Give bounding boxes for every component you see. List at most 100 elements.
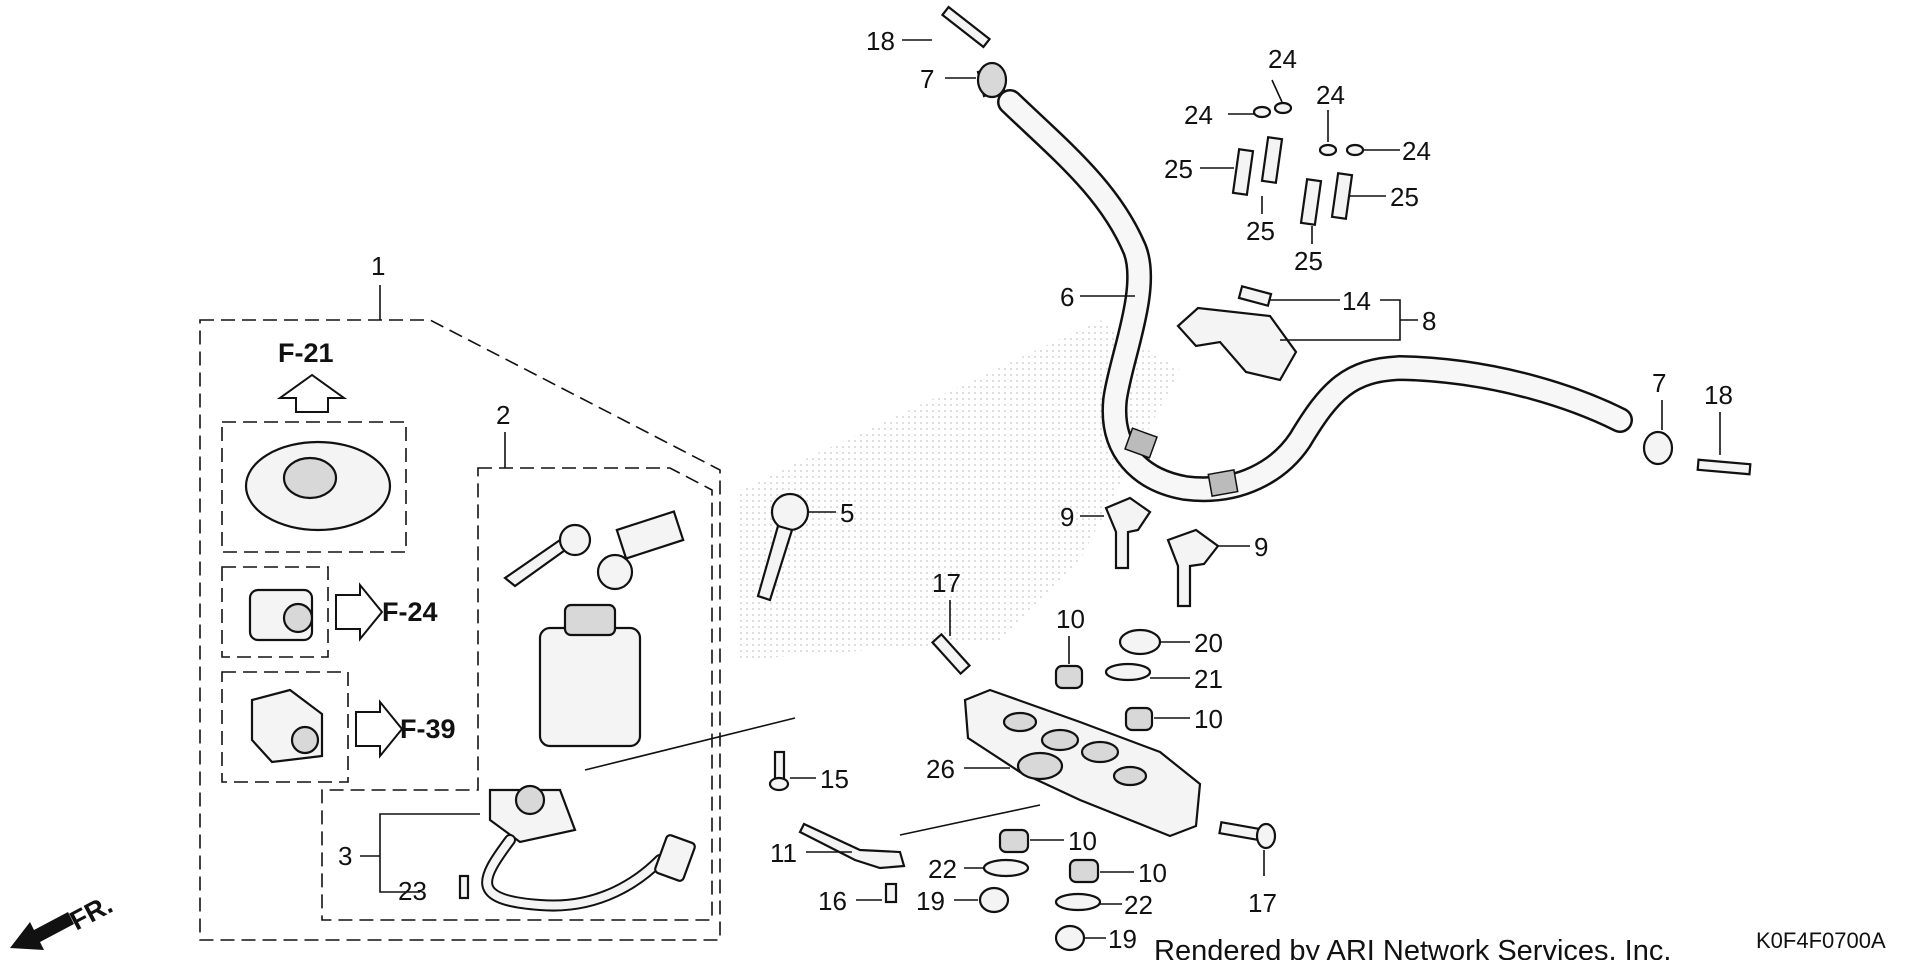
bolt-18-right — [1696, 458, 1752, 476]
callout-18b: 18 — [1704, 380, 1733, 410]
bar-end-weight-left-cap — [976, 61, 1008, 99]
washer-24-c — [1318, 143, 1338, 157]
bolt-25-b — [1260, 135, 1284, 185]
bolt-25-c — [1299, 177, 1323, 227]
callout-leader-switch — [584, 717, 796, 771]
footer-rendered-by: Rendered by ARI Network Services, Inc. — [1154, 935, 1671, 960]
key-b-head — [596, 553, 634, 591]
top-bridge-hole-e — [1016, 751, 1064, 781]
callout-14: 14 — [1342, 286, 1371, 316]
group-2-outline — [321, 467, 713, 921]
callout-23: 23 — [398, 876, 427, 906]
rubber-10-b — [1124, 706, 1154, 732]
helmet-lock-barrel — [290, 725, 320, 755]
direction-label: FR. — [65, 889, 117, 936]
callout-8: 8 — [1422, 306, 1436, 336]
fuel-cap-box — [221, 421, 407, 553]
callout-25c: 25 — [1294, 246, 1323, 276]
stay-11 — [798, 822, 906, 870]
callout-6: 6 — [1060, 282, 1074, 312]
callout-24b: 24 — [1184, 100, 1213, 130]
ignition-sensor-ring — [514, 784, 546, 816]
lower-holder-9-left — [1104, 496, 1152, 570]
key-a-head — [558, 523, 592, 557]
screw-15 — [773, 750, 786, 782]
arrow-up-icon — [276, 373, 348, 413]
callout-10d: 10 — [1138, 858, 1167, 888]
top-bridge-hole-a — [1002, 711, 1038, 733]
washer-22-a — [982, 858, 1030, 878]
seat-lock-box — [221, 566, 329, 658]
group-1-outline — [199, 319, 721, 941]
washer-24-b — [1273, 101, 1293, 115]
callout-7a: 7 — [920, 64, 934, 94]
callout-11: 11 — [770, 838, 797, 868]
callout-1: 1 — [371, 251, 385, 281]
key-tag — [615, 510, 685, 560]
washer-24-d — [1345, 143, 1365, 157]
ref-f24: F-24 — [382, 597, 438, 627]
callout-19a: 19 — [916, 886, 945, 916]
ref-f21: F-21 — [278, 338, 334, 368]
callout-15: 15 — [820, 764, 849, 794]
knurl-band-a — [1124, 427, 1158, 459]
callout-9b: 9 — [1254, 532, 1268, 562]
bolt-25-a — [1231, 147, 1255, 197]
fuel-cap-inner — [282, 456, 338, 500]
callout-10b: 10 — [1194, 704, 1223, 734]
callout-leader-8 — [1280, 299, 1401, 341]
ignition-cable — [481, 834, 666, 912]
screw-16 — [884, 882, 898, 904]
handlebar-part-inner — [999, 91, 1631, 500]
plate-14 — [1237, 284, 1273, 308]
arrow-right-icon-f39 — [355, 699, 404, 759]
knurl-band-b — [1207, 469, 1239, 497]
handlebar-holder-upper — [1176, 306, 1298, 382]
rubber-10-d — [1068, 858, 1100, 884]
key-5-blade — [756, 524, 794, 602]
rubber-10-a — [1054, 664, 1084, 690]
rubber-10-c — [998, 828, 1030, 854]
callout-24a: 24 — [1268, 44, 1297, 74]
ignition-sensor-part — [488, 788, 577, 844]
callout-17a: 17 — [932, 568, 961, 598]
top-bridge-hole-b — [1040, 728, 1080, 752]
callout-25b: 25 — [1246, 216, 1275, 246]
callout-2: 2 — [496, 400, 510, 430]
callout-26: 26 — [926, 754, 955, 784]
ignition-switch-body — [538, 626, 642, 748]
screw-23-part — [458, 874, 470, 900]
bolt-17-lower-head — [1255, 822, 1277, 850]
arrow-right-icon-f24 — [335, 582, 384, 642]
bolt-18-left — [940, 5, 992, 49]
nut-19-a — [978, 886, 1010, 914]
callout-9a: 9 — [1060, 502, 1074, 532]
front-direction-arrow-icon — [10, 912, 74, 950]
diagram-code: K0F4F0700A — [1756, 928, 1886, 953]
bolt-17-upper — [930, 632, 972, 676]
callout-22b: 22 — [1124, 890, 1153, 920]
callout-19b: 19 — [1108, 924, 1137, 954]
washer-21 — [1104, 662, 1152, 682]
callout-leader-11b — [899, 804, 1041, 836]
callout-20: 20 — [1194, 628, 1223, 658]
bolt-25-d — [1330, 171, 1354, 221]
ignition-cable-inner — [483, 836, 664, 910]
screw-15-head — [768, 776, 790, 792]
callout-18a: 18 — [866, 26, 895, 56]
callout-7b: 7 — [1652, 368, 1666, 398]
lower-holder-9-right — [1166, 528, 1220, 608]
callout-5: 5 — [840, 498, 854, 528]
callout-21: 21 — [1194, 664, 1223, 694]
nut-20 — [1118, 628, 1162, 656]
washer-24-a — [1252, 105, 1272, 119]
callout-leader-3 — [379, 813, 480, 893]
bar-end-weight-right — [1642, 430, 1674, 466]
key-a-part — [503, 538, 570, 588]
callout-22a: 22 — [928, 854, 957, 884]
callout-10c: 10 — [1068, 826, 1097, 856]
callout-leader-24a — [1271, 79, 1283, 103]
key-5-head — [770, 492, 810, 532]
ignition-connector — [654, 834, 696, 882]
